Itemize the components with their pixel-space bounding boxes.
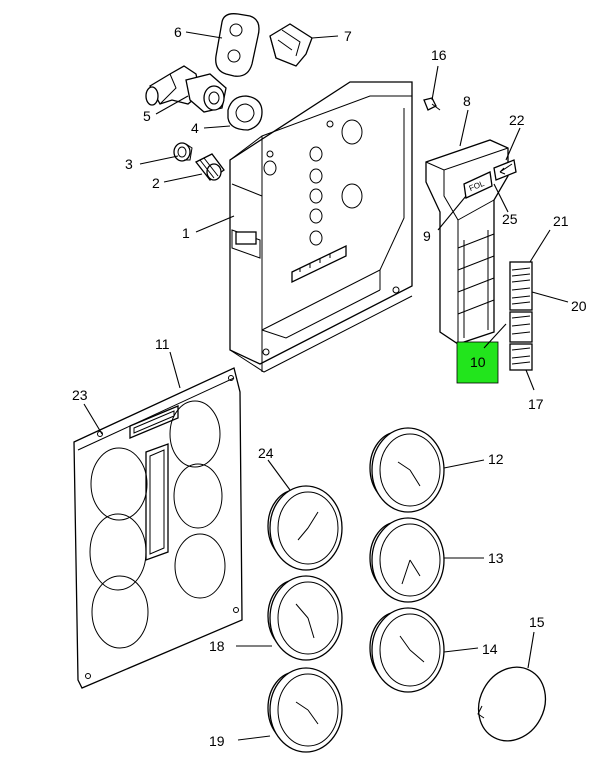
callout-13[interactable]: 13 — [488, 550, 504, 566]
part-17-label-strip — [509, 343, 533, 371]
callout-5[interactable]: 5 — [143, 108, 151, 124]
part-7-clip — [269, 23, 313, 67]
part-20-label-strip — [509, 311, 533, 343]
callout-22[interactable]: 22 — [509, 112, 525, 128]
part-13-gauge — [369, 517, 445, 603]
callout-12[interactable]: 12 — [488, 451, 504, 467]
callout-10[interactable]: 10 — [470, 354, 486, 370]
callout-15[interactable]: 15 — [529, 614, 545, 630]
callout-8[interactable]: 8 — [463, 93, 471, 109]
callout-25[interactable]: 25 — [502, 211, 518, 227]
part-19-gauge — [267, 667, 343, 753]
callout-18[interactable]: 18 — [209, 638, 225, 654]
callout-14[interactable]: 14 — [482, 641, 498, 657]
callout-17[interactable]: 17 — [528, 396, 544, 412]
part-15-cap — [477, 666, 547, 742]
callout-9[interactable]: 9 — [423, 228, 431, 244]
callout-7[interactable]: 7 — [344, 28, 352, 44]
callout-1[interactable]: 1 — [182, 225, 190, 241]
callout-21[interactable]: 21 — [553, 213, 569, 229]
callout-4[interactable]: 4 — [191, 120, 199, 136]
callout-16[interactable]: 16 — [431, 47, 447, 63]
part-1-housing — [229, 81, 413, 373]
part-5-elbow-fitting — [145, 65, 227, 113]
callout-3[interactable]: 3 — [125, 156, 133, 172]
part-4-oring — [227, 95, 263, 131]
part-16-screw — [423, 97, 441, 111]
callout-23[interactable]: 23 — [72, 387, 88, 403]
part-2-connector — [195, 153, 225, 181]
part-18-gauge — [267, 575, 343, 661]
part-22-arrow-plate — [493, 159, 517, 181]
part-24-gauge — [267, 485, 343, 571]
part-21-label-strip — [509, 261, 533, 311]
callout-20[interactable]: 20 — [571, 298, 587, 314]
part-3-plug — [173, 142, 193, 162]
part-23-panel — [73, 367, 243, 689]
callout-24[interactable]: 24 — [258, 445, 274, 461]
callout-2[interactable]: 2 — [152, 175, 160, 191]
callouts: 6 7 5 4 3 2 1 16 8 22 9 25 10 21 20 17 1… — [72, 24, 587, 749]
part-6-gasket-plate — [215, 13, 260, 77]
part-9-fol-label: FOL — [463, 171, 493, 199]
callout-11[interactable]: 11 — [155, 336, 170, 352]
leader-lines — [83, 31, 569, 741]
callout-6[interactable]: 6 — [174, 24, 182, 40]
part-8-bracket — [425, 139, 509, 345]
callout-10-highlight[interactable] — [456, 341, 499, 384]
part-14-gauge — [369, 607, 445, 693]
callout-19[interactable]: 19 — [209, 733, 225, 749]
part-12-gauge — [369, 427, 445, 513]
